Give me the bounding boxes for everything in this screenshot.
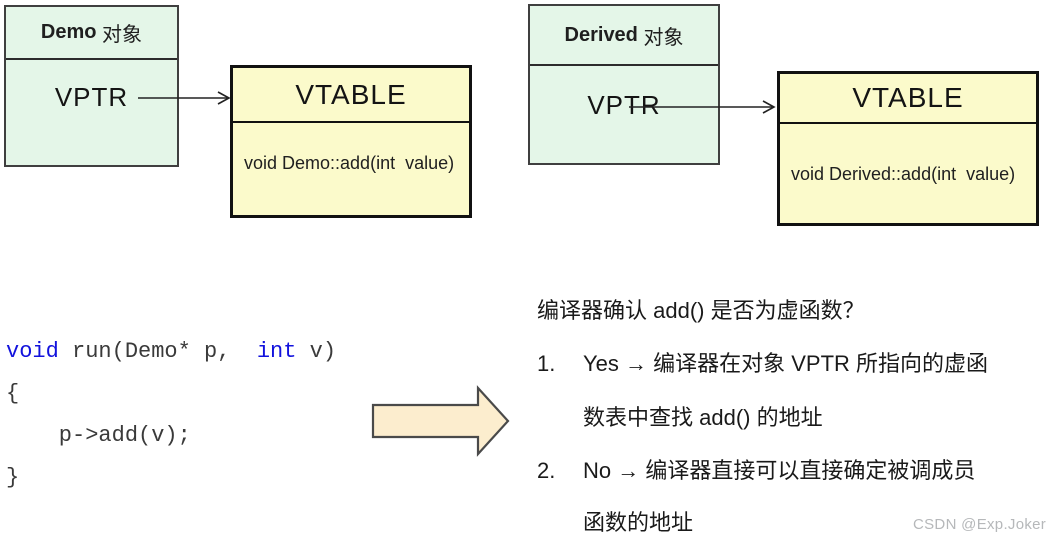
- code-snippet: void run(Demo* p, int v) { p->add(v); }: [6, 331, 336, 499]
- demo-object-body: VPTR: [6, 60, 177, 113]
- derived-object-title-suffix: 对象: [637, 26, 684, 49]
- code-plain: run(Demo* p,: [58, 339, 257, 364]
- item-text: Yes → 编译器在对象 VPTR 所指向的虚函: [583, 351, 989, 376]
- code-keyword-int: int: [256, 339, 297, 364]
- demo-vtable-entry: void Demo::add(int value): [244, 153, 455, 173]
- code-keyword-void: void: [6, 339, 59, 364]
- item-text: No → 编译器直接可以直接确定被调成员: [583, 458, 976, 483]
- derived-vptr-arrow: [629, 100, 776, 114]
- derived-object-box: Derived 对象 VPTR: [528, 4, 720, 165]
- derived-vtable-entry: void Derived::add(int value): [791, 164, 1016, 184]
- derived-object-body: VPTR: [530, 66, 718, 121]
- code-line-3: p->add(v);: [6, 423, 191, 448]
- derived-object-title: Derived 对象: [530, 6, 718, 66]
- derived-vtable-box: VTABLE void Derived::add(int value): [777, 71, 1039, 226]
- explanation-intro: 编译器确认 add() 是否为虚函数？: [537, 298, 865, 323]
- demo-object-title-suffix: 对象: [96, 24, 143, 46]
- explanation-item-2-continued: 函数的地址: [583, 510, 694, 535]
- explanation-block: 编译器确认 add() 是否为虚函数？ 1. Yes → 编译器在对象 VPTR …: [537, 296, 1042, 544]
- demo-object-title-name: Demo: [40, 21, 97, 43]
- item-number: 1.: [537, 351, 556, 376]
- code-line-1: void run(Demo* p, int v): [6, 331, 336, 373]
- explanation-item-1: 1. Yes → 编译器在对象 VPTR 所指向的虚函: [537, 350, 988, 377]
- demo-object-box: Demo 对象 VPTR: [4, 5, 179, 167]
- derived-object-title-name: Derived: [564, 23, 638, 46]
- code-line-2: {: [6, 381, 20, 406]
- demo-vtable-box: VTABLE void Demo::add(int value): [230, 65, 472, 218]
- derived-vtable-title: VTABLE: [780, 74, 1036, 124]
- demo-vptr-label: VPTR: [54, 82, 129, 112]
- code-line-4: }: [6, 465, 20, 490]
- explanation-item-1-continued: 数表中查找 add() 的地址: [583, 405, 823, 430]
- derived-vptr-label: VPTR: [587, 90, 661, 120]
- code-plain: v): [296, 339, 337, 364]
- explanation-item-2: 2. No → 编译器直接可以直接确定被调成员: [537, 457, 975, 484]
- flow-block-arrow: [371, 385, 510, 457]
- item-number: 2.: [537, 458, 556, 483]
- csdn-watermark: CSDN @Exp.Joker: [913, 516, 1047, 533]
- demo-vptr-arrow: [138, 91, 231, 105]
- demo-vtable-title: VTABLE: [233, 68, 469, 123]
- demo-object-title: Demo 对象: [6, 7, 177, 60]
